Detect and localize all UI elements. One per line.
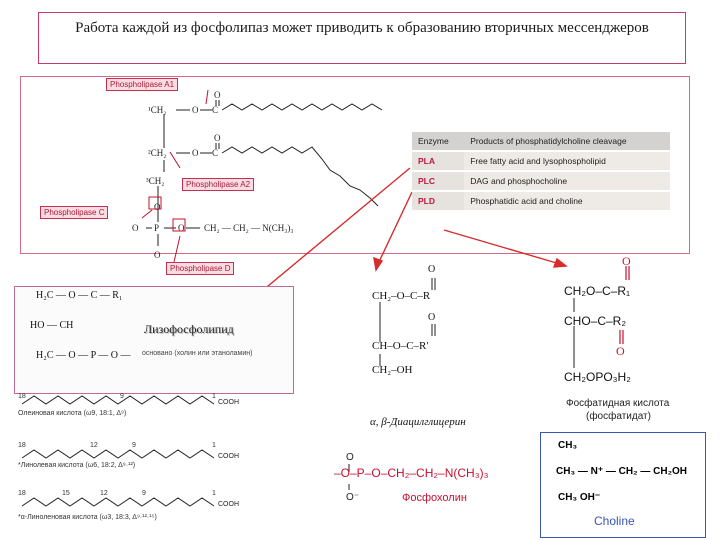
- phosphocholine-structure: O O⁻: [346, 452, 359, 503]
- fa1-num-18: 18: [18, 393, 26, 400]
- pa-oxygen-1: O: [622, 254, 631, 268]
- dag-oxygen-2: O: [428, 312, 436, 323]
- svg-text:COOH: COOH: [218, 453, 239, 460]
- reaction-panel: [20, 76, 690, 254]
- cleavage-markers: [141, 89, 209, 263]
- pla2-label: Phospholipase A2: [182, 178, 255, 191]
- pa-caption: Фосфатидная кислота: [566, 398, 670, 409]
- reaction-arrows: [250, 167, 568, 302]
- lyso-structure-line1: H₂C — O — C — R₁: [36, 290, 123, 301]
- fatty-acid-chains: [21, 395, 215, 507]
- svg-text:COOH: COOH: [218, 501, 239, 508]
- svg-text:O: O: [154, 202, 161, 212]
- products-column-header: Products of phosphatidylcholine cleavage: [464, 132, 670, 151]
- svg-text:O: O: [178, 223, 185, 233]
- fa2-num-18: 18: [18, 442, 26, 449]
- fatty-acid-name: *α-Линоленовая кислота (ω3, 18:3, Δ⁹·¹²·…: [18, 514, 157, 521]
- base-note: основано (холин или этаноламин): [142, 350, 253, 357]
- lyso-structure-line2: HO — CH: [30, 320, 74, 331]
- pa-caption-sub: (фосфатидат): [586, 411, 651, 422]
- svg-text:CH₂ — CH₂ — N(CH₃)₃: CH₂ — CH₂ — N(CH₃)₃: [204, 223, 294, 233]
- choline-structure-line2: CH₃ — N⁺ — CH₂ — CH₂OH: [556, 466, 688, 477]
- svg-text:COOH: COOH: [218, 399, 239, 406]
- fa1-num-9: 9: [120, 393, 124, 400]
- plc-label: Phospholipase C: [40, 206, 109, 219]
- products-cell: Phosphatidic acid and choline: [464, 190, 670, 210]
- table-row: PLA Free fatty acid and lysophospholipid: [412, 150, 670, 171]
- carbon-3-label: ³CH₂: [146, 176, 164, 186]
- dag-line: CH₂–OH: [372, 364, 413, 376]
- lysophospholipid-panel: [14, 286, 294, 394]
- pa-line: CH₂OPO₃H₂: [564, 370, 631, 384]
- choline-structure-line1: CH₃: [558, 440, 578, 451]
- fa1-num-1: 1: [212, 393, 216, 400]
- fa3-num-18: 18: [18, 490, 26, 497]
- svg-text:O: O: [132, 223, 139, 233]
- fa2-num-1: 1: [212, 442, 216, 449]
- svg-text:O: O: [192, 105, 199, 115]
- dag-line: CH–O–C–R′: [372, 340, 429, 352]
- pa-oxygen-2: O: [616, 344, 625, 358]
- pa-line: CHO–C–R₂: [564, 314, 627, 328]
- phosphocholine-caption: Фосфохолин: [402, 492, 467, 504]
- choline-panel: [540, 432, 706, 538]
- fa3-num-12: 12: [100, 490, 108, 497]
- enzyme-cell: PLD: [412, 190, 465, 210]
- pld-label: Phospholipase D: [166, 262, 235, 275]
- enzyme-cell: PLA: [412, 150, 465, 171]
- fa3-num-9: 9: [142, 490, 146, 497]
- enzyme-column-header: Enzyme: [412, 132, 465, 151]
- fa2-num-12: 12: [90, 442, 98, 449]
- fatty-acid-name: Олеиновая кислота (ω9, 18:1, Δ⁹): [18, 410, 127, 417]
- products-cell: Free fatty acid and lysophospholipid: [464, 150, 670, 171]
- pla1-label: Phospholipase A1: [106, 78, 179, 91]
- svg-text:O: O: [214, 133, 221, 143]
- fa3-num-1: 1: [212, 490, 216, 497]
- lyso-structure-line3: H₂C — O — P — O —: [36, 350, 131, 361]
- dag-oxygen-1: O: [428, 264, 436, 275]
- fa2-num-9: 9: [132, 442, 136, 449]
- table-header-row: Enzyme Products of phosphatidylcholine c…: [412, 132, 670, 151]
- fatty-acid-name: *Линолевая кислота (ω6, 18:2, Δ⁹·¹²): [18, 462, 136, 469]
- pa-line: CH₂O–C–R₁: [564, 284, 631, 298]
- svg-text:C: C: [212, 105, 218, 115]
- svg-text:O⁻: O⁻: [346, 492, 359, 503]
- phosphocholine-formula: –O–P–O–CH₂–CH₂–N(CH₃)₃: [334, 466, 489, 480]
- table-row: PLC DAG and phosphocholine: [412, 170, 670, 191]
- dag-caption: α, β-Диацилглицерин: [370, 416, 466, 428]
- enzyme-products-table: Enzyme Products of phosphatidylcholine c…: [412, 132, 670, 210]
- svg-text:O: O: [214, 90, 221, 100]
- products-cell: DAG and phosphocholine: [464, 170, 670, 191]
- carbon-1-label: ¹CH₂: [148, 105, 166, 115]
- svg-text:O: O: [154, 250, 161, 260]
- phosphatidylcholine-structure: [146, 100, 383, 246]
- slide-title: Работа каждой из фосфолипаз может привод…: [38, 12, 686, 64]
- dag-line: CH₂–O–C–R: [372, 290, 431, 302]
- svg-text:O: O: [346, 452, 354, 463]
- carbon-2-label: ²CH₂: [148, 148, 166, 158]
- dag-backbone: [379, 278, 436, 366]
- choline-caption: Choline: [594, 514, 635, 528]
- svg-text:O: O: [192, 148, 199, 158]
- choline-structure-line3: CH₃ OH⁻: [558, 492, 601, 503]
- svg-text:P: P: [154, 223, 159, 233]
- fa3-num-15: 15: [62, 490, 70, 497]
- svg-text:C: C: [212, 148, 218, 158]
- enzyme-cell: PLC: [412, 170, 465, 191]
- lysophospholipid-caption: Лизофосфолипид: [144, 322, 234, 336]
- pa-carbonyls: [619, 266, 630, 344]
- table-row: PLD Phosphatidic acid and choline: [412, 190, 670, 210]
